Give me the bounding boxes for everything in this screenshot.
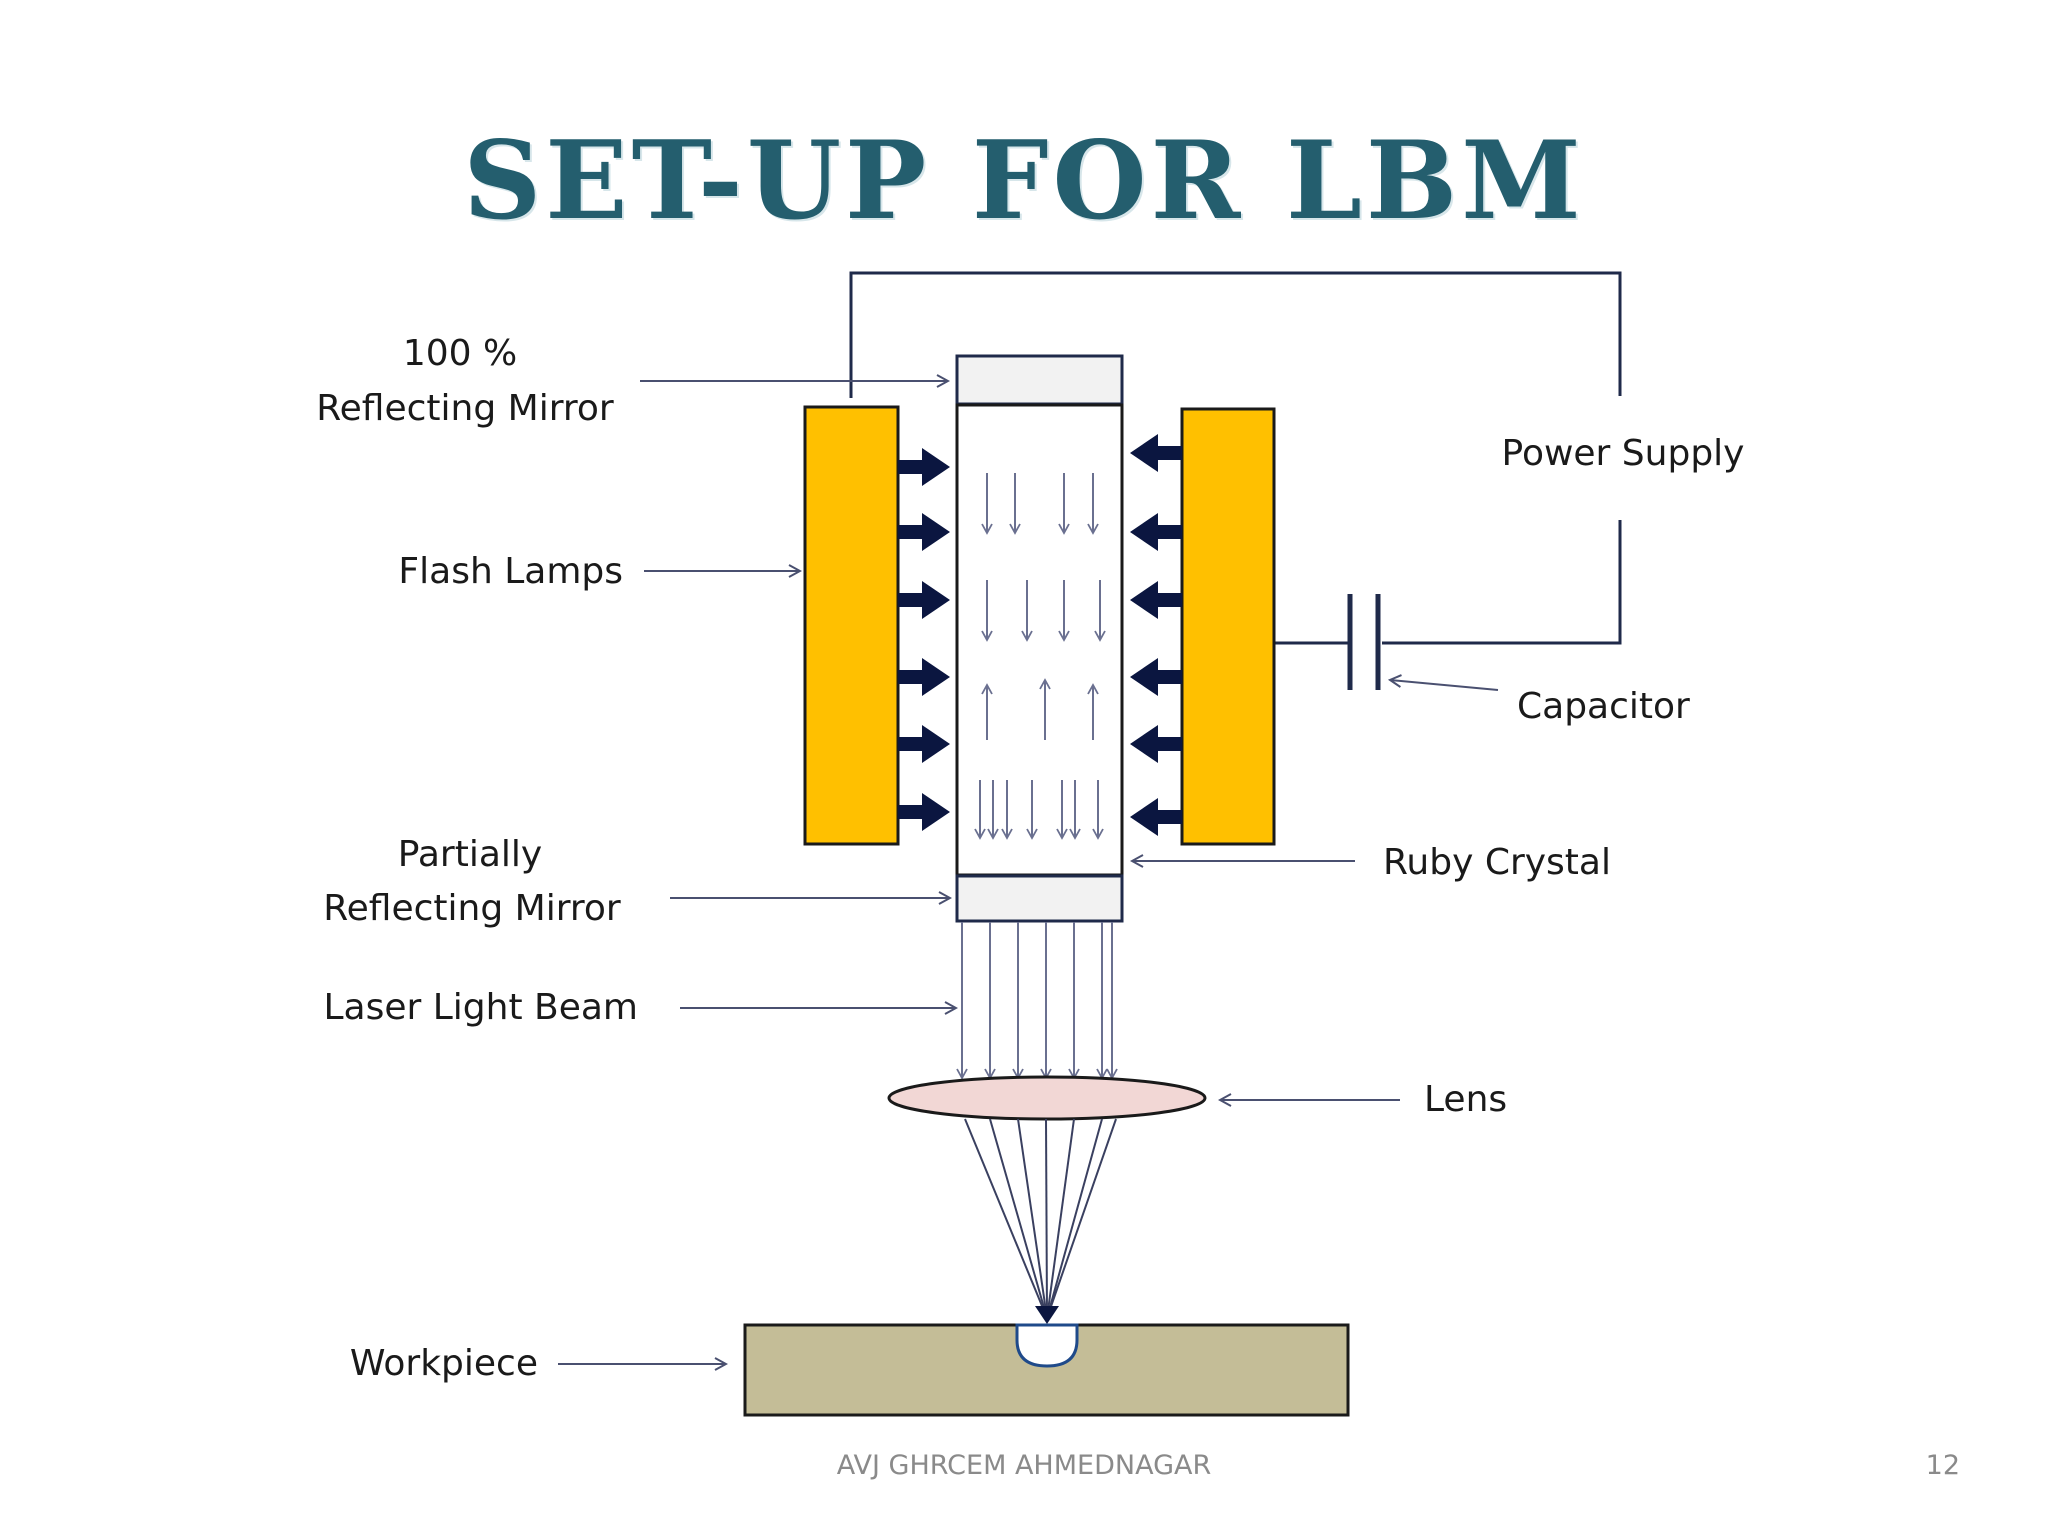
label-ruby-crystal: Ruby Crystal xyxy=(1383,842,1611,883)
label-workpiece: Workpiece xyxy=(350,1343,538,1384)
pump-arrow-right-2 xyxy=(1130,513,1182,551)
slide-footer: AVJ GHRCEM AHMEDNAGAR xyxy=(836,1450,1212,1481)
flash-lamp-right xyxy=(1180,407,1276,846)
label-reflecting-mirror-line2: Reflecting Mirror xyxy=(316,388,614,429)
label-reflecting-mirror-line1: 100 % xyxy=(403,333,517,374)
workpiece xyxy=(743,1323,1350,1417)
label-lens: Lens xyxy=(1424,1079,1507,1120)
pump-arrow-left-1 xyxy=(898,448,950,486)
pump-arrows-left xyxy=(898,448,950,831)
pump-arrows-right xyxy=(1130,434,1182,836)
label-laser-light-beam: Laser Light Beam xyxy=(323,987,638,1028)
focused-beam xyxy=(964,1118,1117,1319)
lens xyxy=(887,1075,1207,1121)
pump-arrow-left-5 xyxy=(898,725,950,763)
flash-lamp-left xyxy=(803,405,900,846)
power-wire-top xyxy=(849,271,1622,398)
partially-reflecting-mirror xyxy=(955,874,1124,923)
pump-arrow-left-2 xyxy=(898,513,950,551)
label-partially-line1: Partially xyxy=(398,834,542,875)
slide-title: SET-UP FOR LBM xyxy=(463,118,1585,244)
label-power-supply: Power Supply xyxy=(1502,433,1745,474)
photon-arrows xyxy=(974,473,1106,840)
pointer-capacitor xyxy=(1390,680,1499,691)
pump-arrow-right-5 xyxy=(1130,725,1182,763)
pump-arrow-right-1 xyxy=(1130,434,1182,472)
focus-point-arrow xyxy=(1035,1306,1059,1324)
laser-beam xyxy=(956,922,1118,1080)
pump-arrow-left-3 xyxy=(898,581,950,619)
pump-arrow-left-6 xyxy=(898,793,950,831)
label-capacitor: Capacitor xyxy=(1517,686,1690,727)
workpiece-cavity xyxy=(1015,1323,1079,1368)
power-wire-bottom xyxy=(1382,520,1622,645)
label-flash-lamps: Flash Lamps xyxy=(398,551,623,592)
page-number: 12 xyxy=(1925,1450,1960,1481)
full-reflecting-mirror xyxy=(955,354,1124,406)
pump-arrow-left-4 xyxy=(898,658,950,696)
label-partially-line2: Reflecting Mirror xyxy=(323,888,621,929)
power-supply-circuit xyxy=(849,271,1622,690)
pump-arrow-right-4 xyxy=(1130,658,1182,696)
pump-arrow-right-3 xyxy=(1130,581,1182,619)
pump-arrow-right-6 xyxy=(1130,798,1182,836)
label-pointers xyxy=(558,381,1499,1364)
